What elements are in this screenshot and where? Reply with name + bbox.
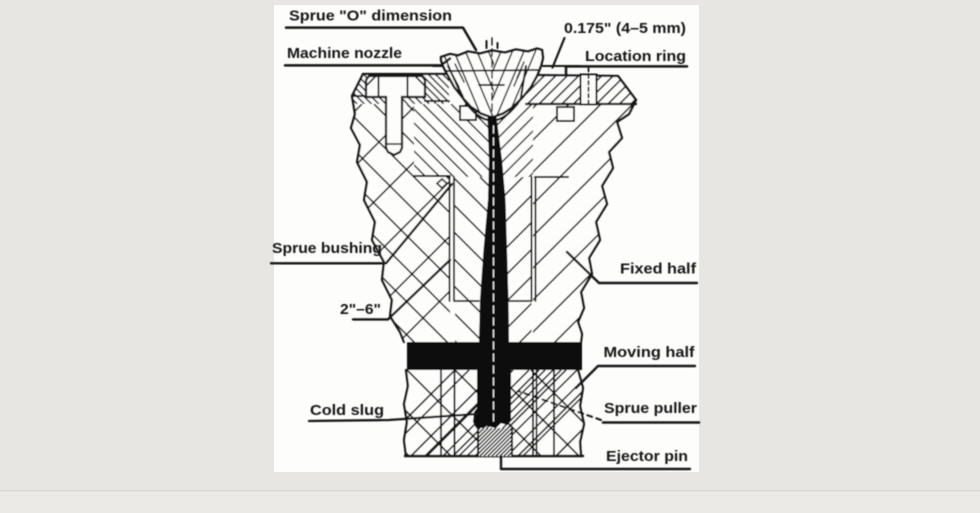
svg-text:0.175" (4–5 mm): 0.175" (4–5 mm) [564,20,686,37]
svg-text:Sprue "O" dimension: Sprue "O" dimension [289,7,452,24]
svg-text:Location ring: Location ring [585,48,686,65]
svg-text:2"–6": 2"–6" [340,301,381,318]
svg-text:Moving half: Moving half [604,344,696,361]
svg-text:Sprue bushing: Sprue bushing [272,240,382,257]
svg-text:Sprue puller: Sprue puller [604,400,697,417]
svg-text:Fixed half: Fixed half [620,261,697,278]
svg-text:Cold slug: Cold slug [310,402,384,419]
svg-text:Ejector pin: Ejector pin [606,448,688,465]
svg-text:Machine nozzle: Machine nozzle [287,45,402,62]
